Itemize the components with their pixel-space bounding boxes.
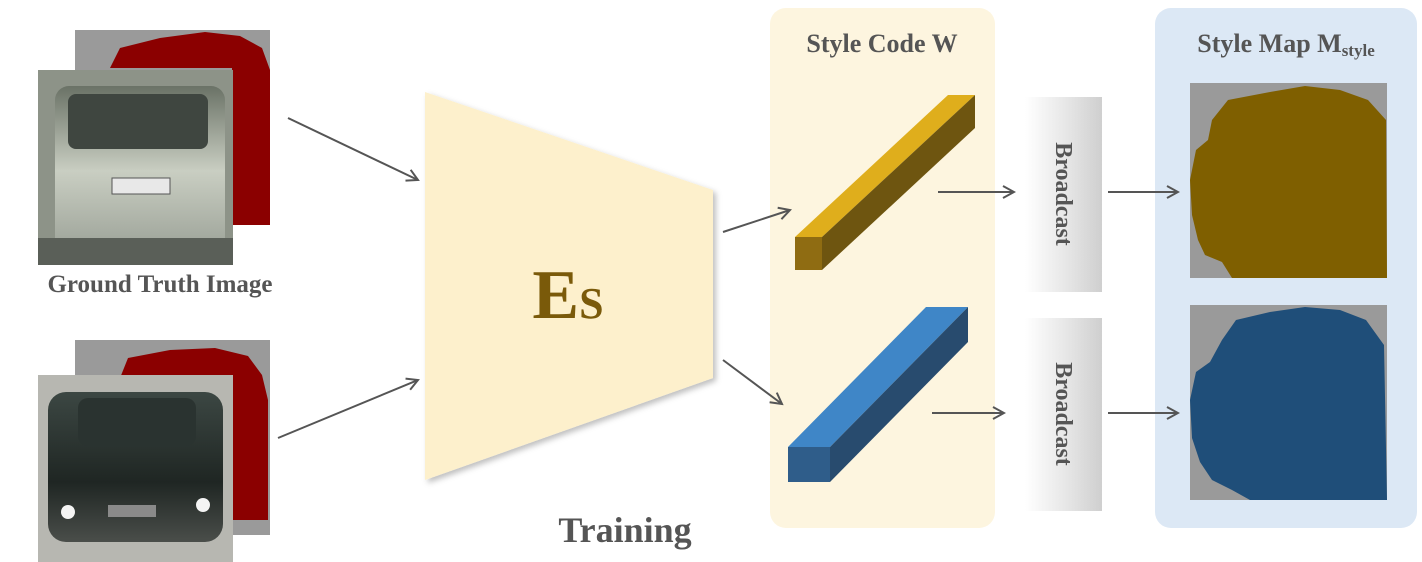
encoder-label: ES: [532, 257, 603, 334]
gold-bar-side-face: [822, 95, 975, 270]
style-code-bar-blue: [788, 307, 968, 482]
broadcast-box-bottom: Broadcast: [1025, 318, 1102, 511]
arrow-input-bottom: [277, 380, 418, 439]
encoder-label-main: E: [532, 257, 579, 334]
style-encoder: [425, 92, 713, 480]
style-code-bar-gold: [795, 95, 975, 270]
car-image-bottom-headlight-left: [61, 505, 75, 519]
mask-red-region-top: [110, 32, 270, 225]
car-image-top-plate: [111, 177, 171, 195]
style-map-blue: [1190, 305, 1387, 500]
style-code-title: Style Code W: [806, 29, 957, 58]
gold-bar-top-face: [795, 95, 975, 237]
blue-bar-top-face: [788, 307, 968, 447]
mask-red-region-bottom: [120, 348, 268, 520]
car-image-bottom-plate: [108, 505, 156, 517]
broadcast-box-bottom-rect: [1025, 318, 1102, 511]
arrow-encoder-to-gold-code: [722, 210, 790, 233]
style-map-title: Style Map Mstyle: [1197, 29, 1375, 60]
car-image-top-window: [68, 94, 208, 149]
encoder-label-sub: S: [579, 279, 603, 328]
gold-bar-front-face: [795, 237, 822, 270]
arrow-input-top: [287, 117, 418, 180]
arrow-encoder-to-blue-code: [722, 359, 782, 404]
ground-truth-label: Ground Truth Image: [47, 271, 272, 298]
ground-truth-image-stack: [38, 30, 270, 265]
second-image-stack: [38, 340, 270, 562]
car-image-top-ground: [38, 238, 233, 265]
broadcast-box-top: Broadcast: [1025, 97, 1102, 292]
broadcast-box-top-rect: [1025, 97, 1102, 292]
blue-bar-side-face: [830, 307, 968, 482]
style-map-gold-mask: [1190, 86, 1387, 278]
broadcast-label-top: Broadcast: [1050, 142, 1076, 246]
style-map-blue-mask: [1190, 307, 1387, 500]
style-map-title-sub: style: [1342, 41, 1376, 60]
car-image-bottom-window: [78, 398, 196, 446]
style-map-gold: [1190, 83, 1387, 278]
training-label: Training: [558, 510, 691, 550]
car-image-bottom-headlight-right: [196, 498, 210, 512]
blue-bar-front-face: [788, 447, 830, 482]
broadcast-label-bottom: Broadcast: [1050, 362, 1076, 466]
style-map-title-main: Style Map M: [1197, 29, 1341, 58]
